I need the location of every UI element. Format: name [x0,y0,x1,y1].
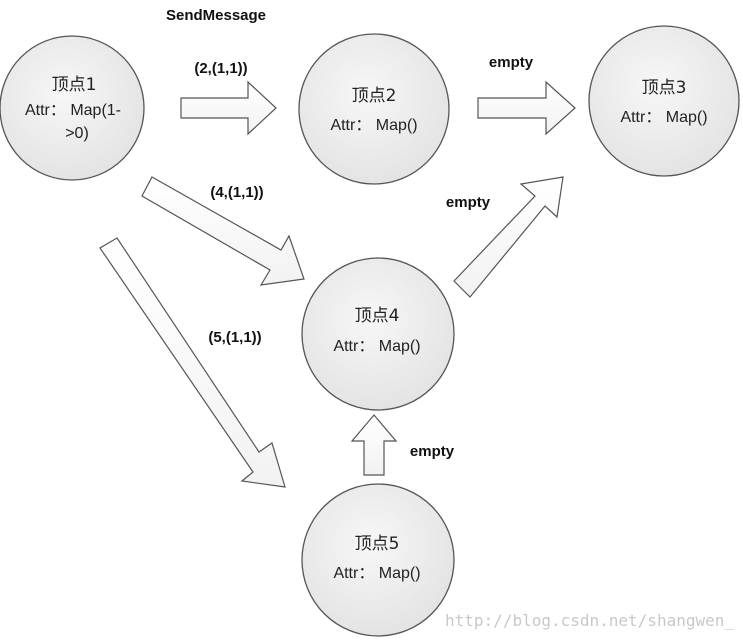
diagram-caption: SendMessage [166,7,266,24]
edge-label-2-to-3: empty [489,54,534,71]
vertex-1-attr-line1: Attr： Map(1- [25,102,121,119]
edge-arrow-5-to-4 [350,414,398,476]
edge-label-5-to-4: empty [410,443,455,460]
vertex-3-attr: Attr： Map() [620,109,707,126]
vertex-5: 顶点5 Attr： Map() [301,483,455,637]
vertex-2-circle [298,33,450,185]
edge-arrow-1-to-5 [99,237,286,488]
edge-label-1-to-5: (5,(1,1)) [208,329,261,346]
edge-label-1-to-4: (4,(1,1)) [210,184,263,201]
edge-label-4-to-3: empty [446,194,491,211]
vertex-3: 顶点3 Attr： Map() [588,25,740,177]
vertex-4: 顶点4 Attr： Map() [301,257,455,411]
vertex-1: 顶点1 Attr： Map(1- >0) [0,35,145,181]
vertex-3-circle [588,25,740,177]
vertex-3-title: 顶点3 [642,78,687,98]
vertex-1-circle [0,35,145,181]
vertex-4-title: 顶点4 [355,306,400,326]
edge-arrow-1-to-2 [180,80,277,136]
vertex-5-circle [301,483,455,637]
edge-arrow-1-to-4 [141,176,305,286]
edge-arrow-4-to-3 [453,176,564,298]
vertex-5-title: 顶点5 [355,534,400,554]
edge-label-1-to-2: (2,(1,1)) [194,60,247,77]
vertex-2-title: 顶点2 [352,86,397,106]
vertex-2: 顶点2 Attr： Map() [298,33,450,185]
edge-arrows [99,80,576,488]
vertex-4-circle [301,257,455,411]
vertex-1-attr-line2: >0) [65,125,89,142]
vertex-5-attr: Attr： Map() [333,565,420,582]
vertex-nodes: 顶点1 Attr： Map(1- >0) 顶点2 Attr： Map() 顶点3… [0,25,740,637]
vertex-4-attr: Attr： Map() [333,338,420,355]
vertex-2-attr: Attr： Map() [330,117,417,134]
edge-arrow-2-to-3 [477,80,576,136]
watermark-url: http://blog.csdn.net/shangwen_ [445,611,734,630]
vertex-1-title: 顶点1 [52,75,97,95]
